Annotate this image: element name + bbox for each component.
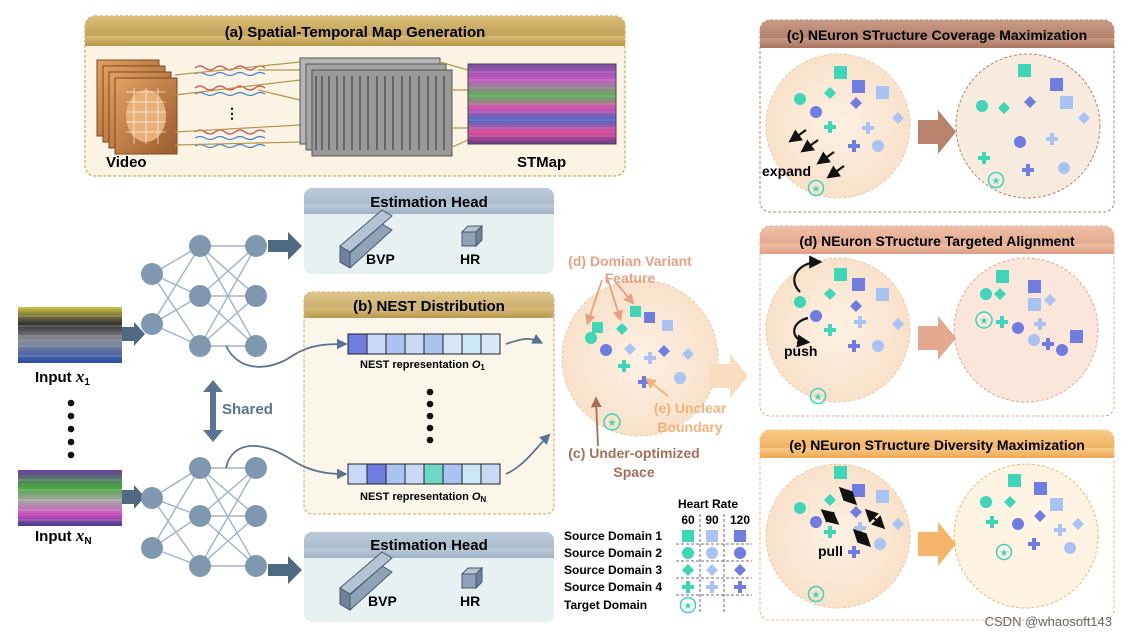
push-label: push [784,343,817,359]
domain-legend: Heart Rate 60 90 120 Source Domain 1 Sou… [564,497,752,614]
stmap-label: STMap [517,154,566,171]
panel-a-spatial-temporal-map: (a) Spatial-Temporal Map Generation Vide… [84,15,626,177]
panel-c-title: (c) NEuron STructure Coverage Maximizati… [787,27,1087,43]
annotation-c-line1: (c) Under-optimized [568,445,699,461]
bvp-top-label: BVP [366,251,395,267]
signal-dots: ⋮ [225,105,239,121]
input-1-stmap [18,307,122,363]
svg-text:★: ★ [684,601,693,612]
hr-top-label: HR [460,251,480,267]
svg-text:★: ★ [992,176,1001,187]
legend-hr-60: 60 [681,513,695,527]
input-1-label: Input x1 [35,367,90,388]
legend-row-3: Source Domain 3 [564,563,662,577]
estimation-head-top: Estimation Head BVP HR [304,188,554,274]
to-nest-arrows [225,333,551,480]
signal-traces [194,65,266,149]
pull-label: pull [818,543,843,559]
grayscale-map-stack [299,57,453,157]
head-arrows [268,232,302,584]
panel-b-title: (b) NEST Distribution [353,298,505,315]
annotation-d-line1: (d) Domian Variant [568,253,692,269]
vertical-ellipsis-inputs-icon [67,399,75,459]
hr-cube-icon [460,224,484,248]
legend-row-4: Source Domain 4 [564,580,662,594]
vertical-ellipsis-icon [426,388,434,444]
panel-e-title: (e) NEuron STructure Diversity Maximizat… [789,437,1085,453]
middle-annotation-arrows [585,279,669,447]
svg-text:★: ★ [812,184,821,195]
estimation-head-bottom: Estimation Head BVP HR [304,532,554,622]
panel-d-title: (d) NEuron STructure Targeted Alignment [799,233,1075,249]
legend-hr-90: 90 [705,513,719,527]
hr-bottom-label: HR [460,593,480,609]
estimation-head-bottom-title: Estimation Head [370,537,488,554]
hr-cube-icon [460,566,484,590]
nest-representation-n-vector [347,463,501,485]
legend-row-5: Target Domain [564,598,647,612]
panel-a-title: (a) Spatial-Temporal Map Generation [225,24,486,41]
panel-c-coverage-maximization: (c) NEuron STructure Coverage Maximizati… [759,19,1115,213]
bvp-block-icon [339,551,393,611]
annotation-e-line1: (e) Unclear [654,400,727,416]
input-n-label: Input xN [35,526,92,547]
annotation-c-line2: Space [613,464,654,480]
video-frames-icon [96,59,178,155]
video-label: Video [106,154,147,171]
nest-rep-1-label: NEST representation O1 [360,359,485,372]
shared-double-arrow [203,380,223,442]
svg-text:★: ★ [814,392,823,403]
bvp-block-icon [339,209,393,269]
svg-text:★: ★ [608,418,617,429]
svg-text:★: ★ [812,590,821,601]
annotation-d-line2: Feature [605,270,656,286]
legend-row-2: Source Domain 2 [564,546,662,560]
annotation-e-line2: Boundary [657,419,723,435]
input-arrows [122,322,145,509]
bvp-bottom-label: BVP [368,593,397,609]
nest-representation-1-vector [347,333,501,355]
input-n-stmap [18,470,122,526]
legend-hr-120: 120 [730,513,750,527]
legend-row-1: Source Domain 1 [564,529,662,543]
panel-d-targeted-alignment: (d) NEuron STructure Targeted Alignment … [759,225,1115,417]
nest-rep-n-label: NEST representation ON [360,491,486,504]
svg-text:★: ★ [980,316,989,327]
shared-label: Shared [222,401,273,418]
svg-text:★: ★ [1000,548,1009,559]
expand-label: expand [762,163,811,179]
estimation-head-top-title: Estimation Head [370,194,488,211]
panel-b-nest-distribution: (b) NEST Distribution NEST representatio… [303,291,555,515]
watermark: CSDN @whaosoft143 [985,614,1112,629]
legend-heart-rate-title: Heart Rate [678,497,738,511]
stmap-image [467,63,617,145]
neural-network-bottom [141,457,267,577]
neural-network-top [141,235,267,357]
panel-e-diversity-maximization: (e) NEuron STructure Diversity Maximizat… [759,429,1115,621]
